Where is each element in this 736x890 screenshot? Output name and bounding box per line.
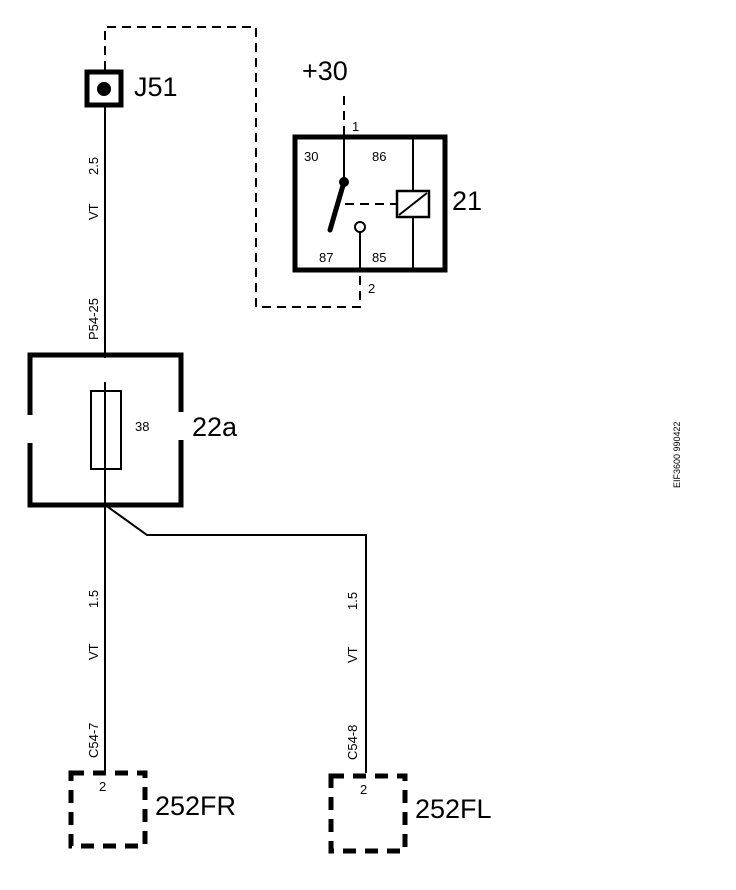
wire-right-size: 1.5 <box>86 590 101 608</box>
component-252fr-pin: 2 <box>99 779 106 794</box>
wire-right-code: C54-7 <box>86 723 101 758</box>
relay-terminal-85: 85 <box>372 250 386 265</box>
component-252fl-pin: 2 <box>360 782 367 797</box>
component-252fr-label: 252FR <box>155 791 236 821</box>
relay-switch-blade <box>327 179 347 233</box>
component-252fl-label: 252FL <box>415 794 492 824</box>
fusebox-22a: 38 22a <box>27 352 238 508</box>
fuse-number: 38 <box>135 419 149 434</box>
power-feed-label: +30 <box>302 56 348 86</box>
relay-terminal-87: 87 <box>319 250 333 265</box>
relay-terminal-30: 30 <box>304 149 318 164</box>
connector-j51-dot <box>97 82 111 96</box>
wire-right-color: VT <box>86 643 101 660</box>
relay-21-box <box>292 134 448 273</box>
power-feed-pin-top: 1 <box>352 119 359 134</box>
relay-terminal-86: 86 <box>372 149 386 164</box>
connector-j51: J51 <box>84 69 178 108</box>
wire-left-code: C54-8 <box>345 725 360 760</box>
component-252fl-box <box>328 773 408 854</box>
fusebox-outline-top <box>27 352 184 415</box>
connector-j51-label: J51 <box>134 72 178 102</box>
wire-left-size: 1.5 <box>345 592 360 610</box>
wire-to-252fl <box>106 505 367 773</box>
relay-control-dashed-line <box>104 26 361 308</box>
wire-main-size: 2.5 <box>86 157 101 175</box>
component-252fr: 2 252FR <box>68 770 236 849</box>
component-252fr-box <box>68 770 148 849</box>
wire-main-color: VT <box>86 203 101 220</box>
component-252fl: 2 252FL <box>328 773 492 854</box>
wire-main-code: P54-25 <box>86 298 101 340</box>
relay-id-label: 21 <box>452 186 482 216</box>
wire-left-color: VT <box>345 646 360 663</box>
reference-code: EIF3600 990422 <box>672 421 682 488</box>
relay-coil-diagonal <box>398 192 428 216</box>
power-feed-pin-bottom: 2 <box>368 281 375 296</box>
relay-contact <box>354 221 366 233</box>
relay-21: 30 86 87 85 21 <box>292 134 482 273</box>
fusebox-id-label: 22a <box>192 412 238 442</box>
